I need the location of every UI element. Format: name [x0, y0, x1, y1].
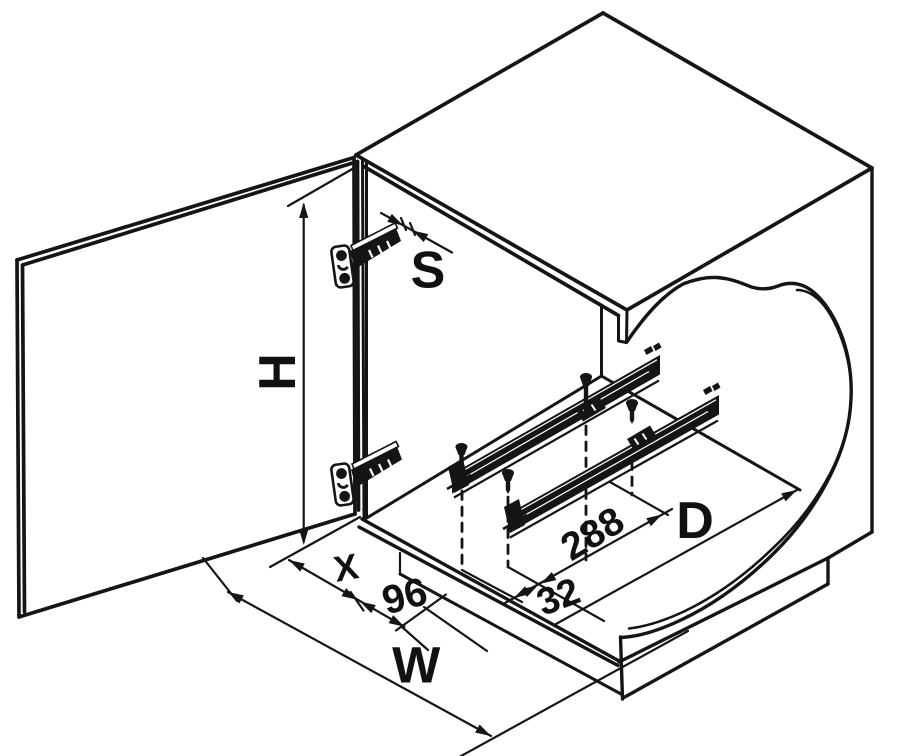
- svg-text:H: H: [249, 353, 307, 391]
- svg-text:D: D: [676, 492, 714, 550]
- svg-text:W: W: [392, 637, 441, 694]
- svg-text:S: S: [411, 242, 446, 300]
